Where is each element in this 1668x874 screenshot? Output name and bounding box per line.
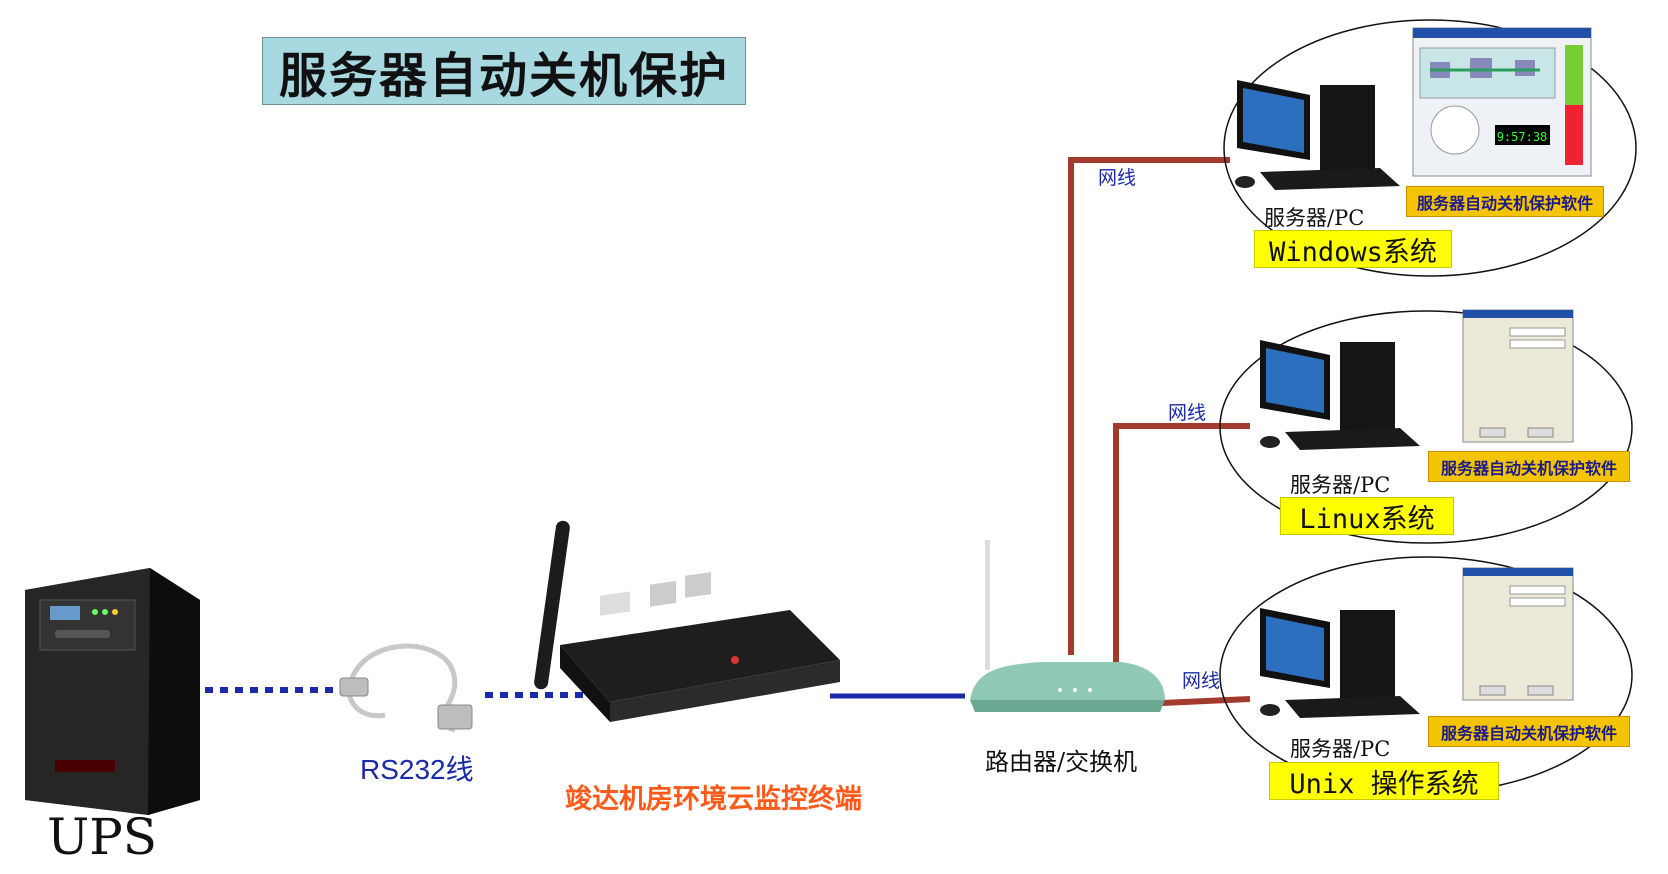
ups-icon — [25, 568, 200, 815]
page-title: 服务器自动关机保护 — [262, 37, 746, 105]
windows-clock-text: 9:57:38 — [1497, 130, 1548, 144]
linux-pc-label: 服务器/PC — [1290, 473, 1391, 497]
unix-pc-label: 服务器/PC — [1290, 737, 1391, 761]
windows-software-label: 服务器自动关机保护软件 — [1406, 186, 1604, 217]
linux-pc-icon — [1260, 340, 1420, 450]
unix-pc-icon — [1260, 608, 1420, 718]
network-label-windows: 网线 — [1098, 167, 1137, 189]
lan-line-linux — [1113, 423, 1250, 663]
linux-software-label: 服务器自动关机保护软件 — [1428, 451, 1630, 482]
lan-line-unix — [1161, 696, 1251, 706]
unix-os-label: Unix 操作系统 — [1269, 762, 1499, 800]
router-icon — [970, 540, 1165, 712]
windows-pc-icon — [1235, 80, 1400, 190]
windows-group-ellipse — [1223, 19, 1637, 277]
linux-group-ellipse — [1219, 310, 1633, 544]
network-label-linux: 网线 — [1168, 402, 1207, 424]
rs232-cable-icon — [339, 643, 473, 733]
rs232-cable-label: RS232线 — [360, 754, 474, 785]
windows-os-label: Windows系统 — [1254, 230, 1452, 268]
lan-line-windows — [1068, 157, 1230, 655]
linux-os-label: Linux系统 — [1280, 497, 1454, 535]
terminal-label: 竣达机房环境云监控终端 — [565, 784, 862, 815]
terminal-device-icon — [534, 520, 840, 722]
unix-software-screenshot — [1462, 567, 1574, 701]
windows-pc-label: 服务器/PC — [1264, 206, 1365, 230]
router-label: 路由器/交换机 — [985, 748, 1138, 776]
windows-software-screenshot — [1412, 27, 1592, 177]
network-label-unix: 网线 — [1182, 670, 1221, 692]
unix-software-label: 服务器自动关机保护软件 — [1428, 716, 1630, 747]
linux-software-screenshot — [1462, 309, 1574, 443]
ups-label: UPS — [47, 808, 158, 866]
